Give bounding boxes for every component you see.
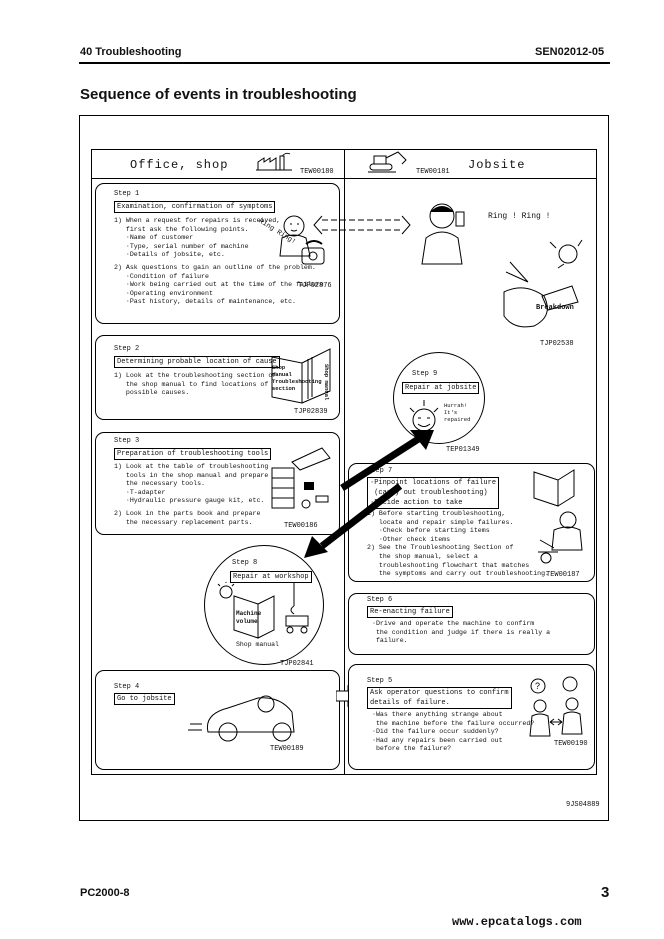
workshop-crane-illustration	[217, 582, 309, 639]
ring-text: Ring ! Ring !	[488, 212, 551, 221]
ref-tew00187: TEW00187	[546, 571, 580, 579]
step2-heading: Determining probable location of cause	[114, 356, 280, 368]
step5-label: Step 5	[367, 677, 393, 685]
step1-heading: Examination, confirmation of symptoms	[114, 201, 276, 213]
flow-arrows	[304, 430, 434, 558]
car-driver-illustration	[188, 695, 295, 742]
step2-label: Step 2	[114, 345, 140, 353]
step6-label: Step 6	[367, 596, 393, 604]
ref-tjp02538: TJP02538	[540, 340, 574, 348]
ref-tjp02841: TJP02841	[280, 660, 314, 668]
step1-text: 1) When a request for repairs is receive…	[114, 217, 324, 306]
ref-tew00189: TEW00189	[270, 745, 304, 753]
svg-text:?: ?	[535, 681, 540, 691]
step3-heading: Preparation of troubleshooting tools	[114, 448, 272, 460]
header-doc-number: SEN02012-05	[535, 46, 605, 58]
footer-website[interactable]: www.epcatalogs.com	[452, 915, 582, 929]
mechanic-with-manual-illustration	[533, 469, 583, 564]
column-jobsite: Jobsite	[468, 158, 526, 172]
breakdown-illustration	[503, 239, 583, 328]
dashed-double-arrow	[313, 215, 411, 235]
step4-label: Step 4	[114, 683, 140, 691]
machine-volume-label: Machine volume	[236, 610, 262, 625]
excavator-icon	[368, 151, 407, 173]
step6-heading: Re-enacting failure	[367, 606, 453, 618]
step5-card	[348, 664, 595, 770]
step9-heading: Repair at jobsite	[402, 382, 480, 394]
ref-9js04889: 9JS04889	[566, 801, 600, 809]
tools-cabinet-illustration	[271, 447, 331, 509]
ref-tew00181: TEW00181	[416, 168, 450, 176]
step6-card	[348, 593, 595, 655]
step5-heading: Ask operator questions to confirm detail…	[367, 687, 512, 709]
step3-text: 1) Look at the table of troubleshooting …	[114, 463, 269, 526]
ref-tjp02876: TJP02876	[298, 282, 332, 290]
step9-label: Step 9	[412, 370, 438, 378]
shop-manual-book-illustration	[271, 348, 331, 404]
header-rule	[79, 62, 610, 64]
factory-icon	[256, 152, 292, 171]
step4-heading: Go to jobsite	[114, 693, 175, 705]
step3-label: Step 3	[114, 437, 140, 445]
hurrah-text: Hurrah! It's repaired	[444, 402, 471, 423]
ref-tew00186: TEW00186	[284, 522, 318, 530]
step7-text: 1) Before starting troubleshooting, loca…	[367, 510, 550, 578]
breakdown-text: Breakdown	[536, 304, 574, 312]
footer-model: PC2000-8	[80, 887, 130, 899]
step2-text: 1) Look at the troubleshooting section o…	[114, 372, 277, 397]
step7-label: Step 7	[367, 467, 393, 475]
operator-conversation-illustration: ?	[529, 676, 583, 737]
step6-text: ·Drive and operate the machine to confir…	[372, 620, 551, 645]
ref-tew00180: TEW00180	[300, 168, 334, 176]
column-header-rule	[91, 178, 597, 179]
step4-card	[95, 670, 340, 770]
page-title: Sequence of events in troubleshooting	[80, 86, 357, 103]
step1-label: Step 1	[114, 190, 140, 198]
ref-tep01349: TEP01349	[446, 446, 480, 454]
book-label-right: Shop manual	[323, 364, 330, 401]
column-office: Office, shop	[130, 158, 229, 172]
ref-tew00190: TEW00190	[554, 740, 588, 748]
book-label-left: Shop manual Troubleshooting section	[272, 364, 322, 392]
telephone-person-illustration	[279, 215, 325, 265]
shop-manual-label: Shop manual	[236, 641, 279, 648]
ref-tjp02839: TJP02839	[294, 408, 328, 416]
column-divider	[344, 149, 345, 775]
operator-phone-illustration	[421, 203, 465, 265]
step8-label: Step 8	[232, 559, 258, 567]
figure-frame	[79, 115, 609, 821]
header-section: 40 Troubleshooting	[80, 46, 182, 58]
step9-circle	[393, 352, 485, 444]
step8-heading: Repair at workshop	[230, 571, 312, 583]
step2-card	[95, 335, 340, 420]
step8-circle	[204, 545, 324, 665]
footer-page-number: 3	[601, 884, 610, 901]
step5-text: ·Was there anything strange about the ma…	[372, 711, 535, 753]
